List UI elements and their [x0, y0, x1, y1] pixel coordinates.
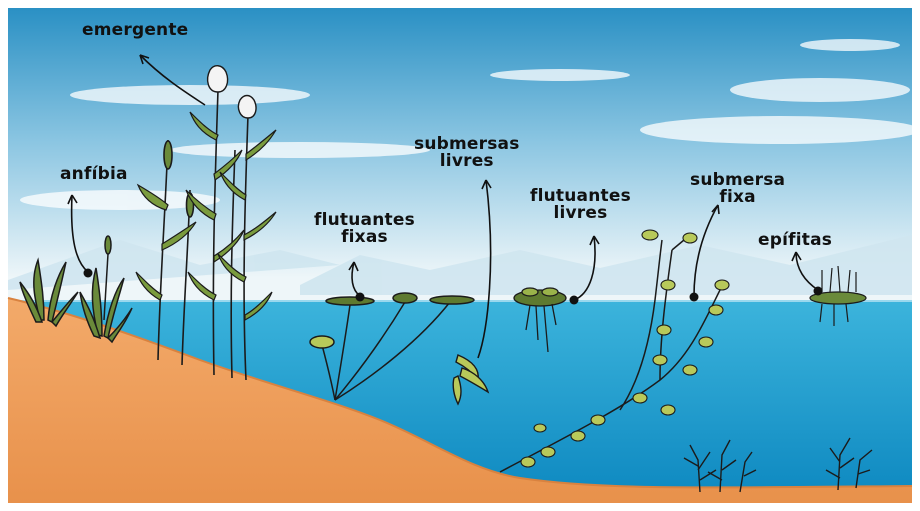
label-anfibia: anfíbia — [60, 166, 128, 183]
label-submersas-livres: submersas livres — [414, 136, 520, 170]
label-flutuantes-fixas-line2: fixas — [314, 229, 415, 246]
label-flutuantes-fixas: flutuantes fixas — [314, 212, 415, 246]
label-emergente: emergente — [82, 22, 188, 39]
label-flutuantes-livres-line2: livres — [530, 205, 631, 222]
label-epifitas: epífitas — [758, 232, 832, 249]
label-submersa-fixa: submersa fixa — [690, 172, 785, 206]
label-flutuantes-livres: flutuantes livres — [530, 188, 631, 222]
label-submersa-fixa-line2: fixa — [690, 189, 785, 206]
label-submersas-livres-line2: livres — [414, 153, 520, 170]
